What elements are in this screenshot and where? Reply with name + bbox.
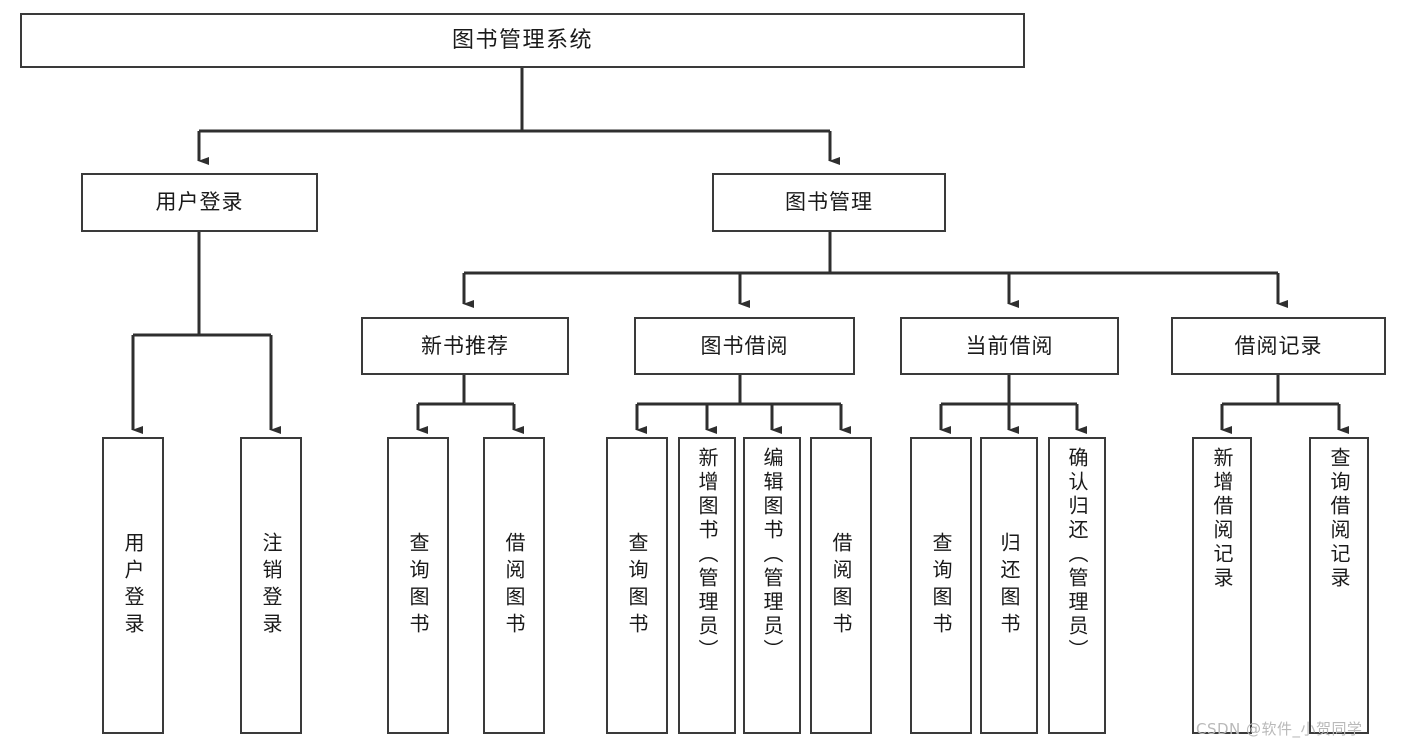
node-label: 借阅图书 xyxy=(502,531,526,640)
node-label: 图书管理 xyxy=(785,190,873,215)
node-leaf-add-record[interactable]: 新增借阅记录 xyxy=(1192,437,1252,734)
node-label: 编辑图书（管理员） xyxy=(760,447,784,663)
node-label: 图书管理系统 xyxy=(451,27,593,53)
node-label: 用户登录 xyxy=(155,190,244,215)
node-borrow-record[interactable]: 借阅记录 xyxy=(1171,317,1386,375)
node-leaf-query-book-1[interactable]: 查询图书 xyxy=(387,437,449,734)
node-leaf-edit-book[interactable]: 编辑图书（管理员） xyxy=(743,437,801,734)
node-user-login[interactable]: 用户登录 xyxy=(81,173,318,232)
node-label: 注销登录 xyxy=(259,531,283,640)
node-leaf-add-book[interactable]: 新增图书（管理员） xyxy=(678,437,736,734)
node-leaf-query-record[interactable]: 查询借阅记录 xyxy=(1309,437,1369,734)
node-label: 当前借阅 xyxy=(965,333,1054,358)
node-leaf-return-book[interactable]: 归还图书 xyxy=(980,437,1038,734)
node-current-borrow[interactable]: 当前借阅 xyxy=(900,317,1119,375)
node-label: 查询图书 xyxy=(929,531,953,640)
node-label: 查询图书 xyxy=(406,531,430,640)
node-label: 新增借阅记录 xyxy=(1210,447,1234,591)
node-root-system[interactable]: 图书管理系统 xyxy=(20,13,1025,68)
node-leaf-query-book-3[interactable]: 查询图书 xyxy=(910,437,972,734)
node-label: 归还图书 xyxy=(997,531,1021,640)
node-label: 新书推荐 xyxy=(421,333,509,358)
node-label: 查询借阅记录 xyxy=(1327,447,1351,591)
node-book-manage[interactable]: 图书管理 xyxy=(712,173,946,232)
node-label: 新增图书（管理员） xyxy=(695,447,719,663)
node-label: 用户登录 xyxy=(121,531,145,640)
node-leaf-borrow-book-2[interactable]: 借阅图书 xyxy=(810,437,872,734)
node-leaf-logout[interactable]: 注销登录 xyxy=(240,437,302,734)
node-label: 借阅图书 xyxy=(829,531,853,640)
node-label: 借阅记录 xyxy=(1234,333,1323,358)
node-leaf-query-book-2[interactable]: 查询图书 xyxy=(606,437,668,734)
node-label: 查询图书 xyxy=(625,531,649,640)
node-leaf-borrow-book-1[interactable]: 借阅图书 xyxy=(483,437,545,734)
node-leaf-user-login[interactable]: 用户登录 xyxy=(102,437,164,734)
node-label: 确认归还（管理员） xyxy=(1065,447,1089,663)
node-label: 图书借阅 xyxy=(700,333,789,358)
node-book-borrow[interactable]: 图书借阅 xyxy=(634,317,855,375)
node-leaf-confirm-return[interactable]: 确认归还（管理员） xyxy=(1048,437,1106,734)
node-new-book-recommend[interactable]: 新书推荐 xyxy=(361,317,569,375)
